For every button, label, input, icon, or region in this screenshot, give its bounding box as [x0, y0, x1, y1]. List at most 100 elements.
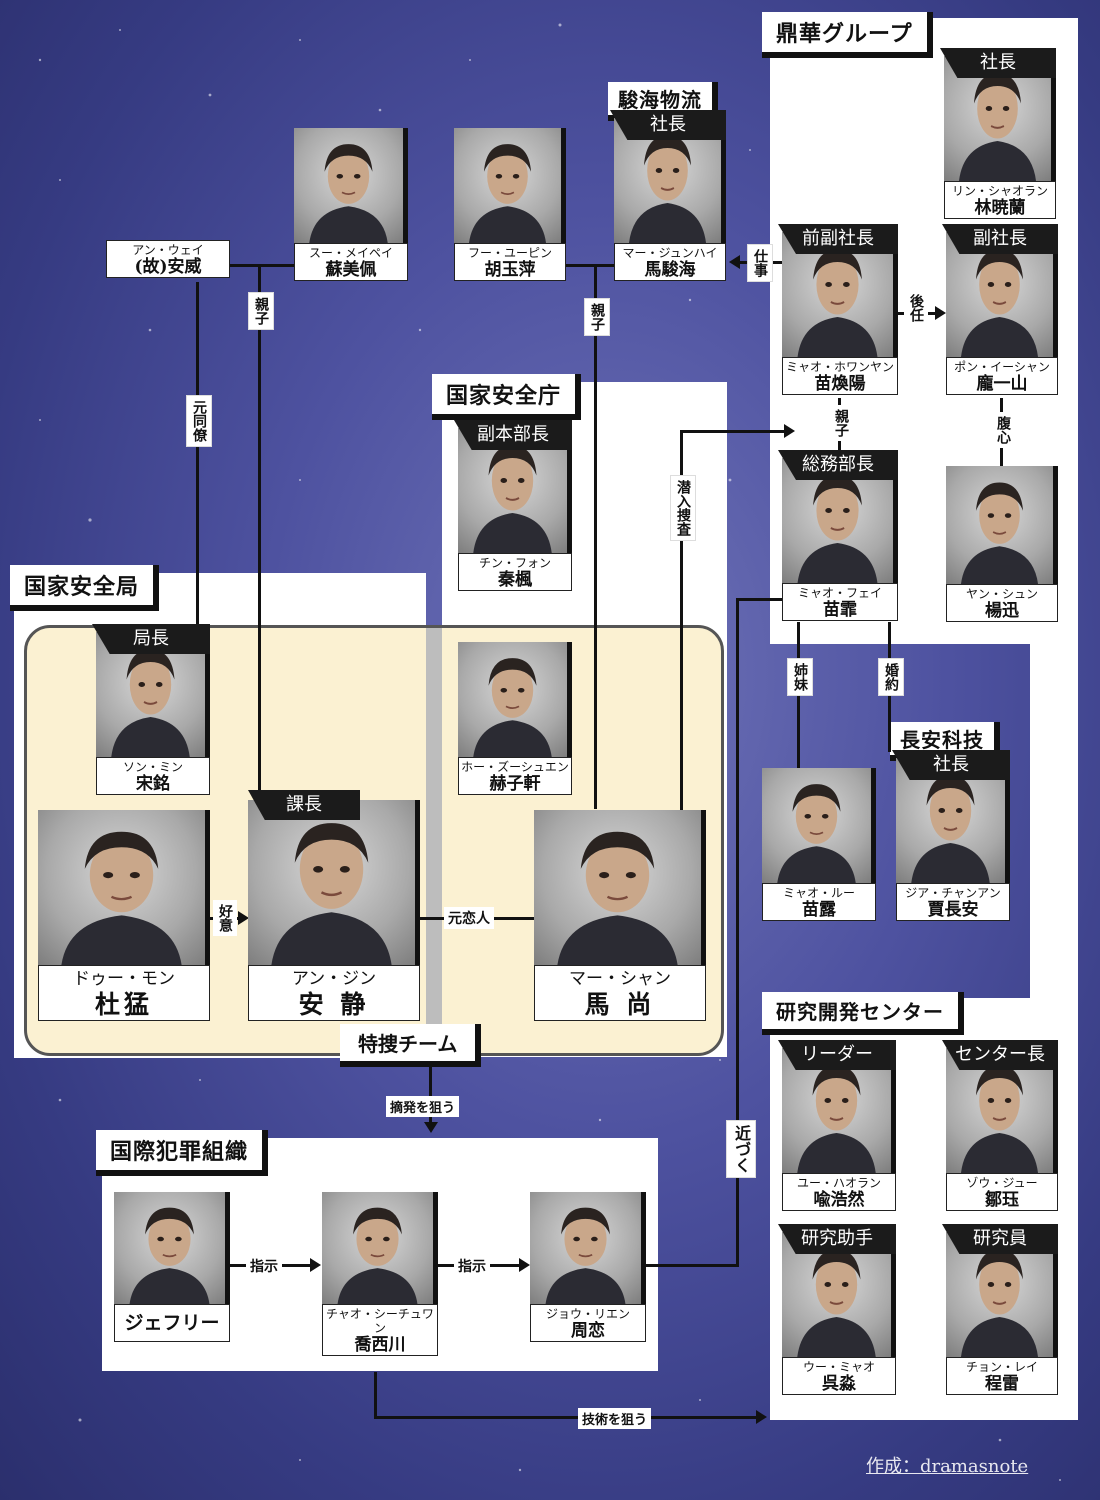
name-label: ポン・イーシャン龐一山 — [946, 357, 1058, 395]
name-label: ミャオ・ルー苗露 — [762, 883, 876, 921]
name-kana: チャオ・シーチュワン — [323, 1305, 437, 1335]
role-badge: センター長 — [942, 1040, 1058, 1070]
role-badge: 副本部長 — [454, 420, 572, 450]
role-badge: 研究助手 — [778, 1224, 896, 1254]
name-kana: フー・ユーピン — [455, 244, 565, 260]
name-kanji: 楊迅 — [947, 601, 1057, 621]
name-kanji: 秦楓 — [459, 570, 571, 590]
name-kanji: 喬西川 — [323, 1335, 437, 1355]
label-oyako-1: 親子 — [248, 292, 274, 330]
line-zhoulian-right — [645, 1264, 739, 1267]
name-kanji: 胡玉萍 — [455, 260, 565, 280]
name-kanji: 周恋 — [531, 1321, 645, 1341]
name-kanji: 赫子軒 — [459, 774, 571, 794]
name-label: ジア・チャンアン賈長安 — [896, 883, 1010, 921]
name-kanji: 鄒珏 — [947, 1190, 1057, 1210]
portrait-photo — [454, 128, 566, 243]
portrait-photo — [248, 800, 420, 965]
line-anwei-sumeipei — [230, 264, 296, 267]
name-label: ホー・ズーシュエン赫子軒 — [458, 757, 572, 795]
name-kana: ポン・イーシャン — [947, 358, 1057, 374]
name-kanji: (故)安威 — [107, 257, 229, 277]
name-label: ヤン・シュン楊迅 — [946, 584, 1058, 622]
arrow-gijutsu — [756, 1410, 767, 1424]
name-kana: ジア・チャンアン — [897, 884, 1009, 900]
name-kana: ミャオ・ホワンヤン — [783, 358, 897, 374]
name-kana: ゾウ・ジュー — [947, 1174, 1057, 1190]
name-kana: チョン・レイ — [947, 1358, 1057, 1374]
name-label: ソン・ミン宋銘 — [96, 757, 210, 795]
name-label: マー・シャン馬 尚 — [534, 965, 706, 1021]
name-kana: マー・シャン — [535, 966, 705, 990]
portrait-photo — [294, 128, 408, 243]
label-motokoibito: 元恋人 — [444, 907, 494, 929]
name-kana: チン・フォン — [459, 554, 571, 570]
label-tekihatsu: 摘発を狙う — [386, 1096, 459, 1117]
arrow-tekihatsu — [424, 1122, 438, 1133]
line-hu-majunhai — [565, 264, 615, 267]
name-kana: ドゥー・モン — [39, 966, 209, 990]
name-label: ドゥー・モン杜猛 — [38, 965, 210, 1021]
line-chikadzuku-h — [736, 598, 782, 601]
line-oyako-anjing — [258, 264, 261, 804]
role-badge: 副社長 — [942, 224, 1058, 254]
name-label: ジェフリー — [114, 1304, 230, 1342]
label-fukushin: 腹心 — [991, 412, 1015, 448]
name-label: ミャオ・ホワンヤン苗煥陽 — [782, 357, 898, 395]
label-konyaku: 婚約 — [878, 658, 904, 696]
name-kanji: ジェフリー — [115, 1305, 229, 1341]
label-gijutsu: 技術を狙う — [578, 1408, 651, 1429]
portrait-photo — [38, 810, 210, 965]
name-label: ユー・ハオラン喩浩然 — [782, 1173, 896, 1211]
name-label: アン・ジン安 静 — [248, 965, 420, 1021]
arrow-shigoto — [729, 255, 740, 269]
arrow-sennyu — [784, 424, 795, 438]
role-badge: 課長 — [248, 790, 360, 820]
name-kanji: 馬駿海 — [615, 260, 725, 280]
org-title-dinghua: 鼎華グループ — [762, 12, 933, 58]
name-label: チン・フォン秦楓 — [458, 553, 572, 591]
name-label: チョン・レイ程雷 — [946, 1357, 1058, 1395]
name-kana: ミャオ・フェイ — [783, 584, 897, 600]
line-anwei-down — [196, 282, 199, 637]
org-title-bureau: 国家安全局 — [10, 565, 159, 611]
label-oyako-2: 親子 — [584, 298, 610, 336]
portrait-photo — [534, 810, 706, 965]
team-label: 特捜チーム — [340, 1024, 481, 1067]
name-kanji: 蘇美佩 — [295, 260, 407, 280]
credit: 作成：dramasnote — [866, 1452, 1028, 1478]
name-kana: ユー・ハオラン — [783, 1174, 895, 1190]
arrow-shiji1 — [310, 1258, 321, 1272]
name-label: アン・ウェイ(故)安威 — [106, 240, 230, 278]
org-title-rnd: 研究開発センター — [762, 992, 964, 1035]
name-kanji: 馬 尚 — [535, 990, 705, 1020]
label-shigoto: 仕事 — [747, 244, 773, 282]
role-badge: 社長 — [940, 48, 1056, 78]
name-kana: ウー・ミャオ — [783, 1358, 895, 1374]
org-title-ministry: 国家安全庁 — [432, 374, 581, 420]
role-badge: リーダー — [778, 1040, 896, 1070]
name-kanji: 苗露 — [763, 900, 875, 920]
label-shiji-2: 指示 — [454, 1255, 490, 1277]
name-kanji: 安 静 — [249, 990, 419, 1020]
name-label: ジョウ・リエン周恋 — [530, 1304, 646, 1342]
portrait-photo — [946, 466, 1058, 584]
name-label: フー・ユーピン胡玉萍 — [454, 243, 566, 281]
role-badge: 社長 — [610, 110, 726, 140]
name-label: マー・ジュンハイ馬駿海 — [614, 243, 726, 281]
portrait-photo — [458, 642, 572, 757]
portrait-photo — [530, 1192, 646, 1304]
name-kanji: 喩浩然 — [783, 1190, 895, 1210]
portrait-photo — [762, 768, 876, 883]
name-label: ウー・ミャオ呉淼 — [782, 1357, 896, 1395]
label-shiji-1: 指示 — [246, 1255, 282, 1277]
name-kanji: 賈長安 — [897, 900, 1009, 920]
name-kana: マー・ジュンハイ — [615, 244, 725, 260]
dinghua-panel-lower — [1030, 644, 1078, 998]
name-kanji: 龐一山 — [947, 374, 1057, 394]
name-kana: ミャオ・ルー — [763, 884, 875, 900]
name-kana: ホー・ズーシュエン — [459, 758, 571, 774]
arrow-kounin — [935, 306, 946, 320]
name-label: リン・シャオラン林暁蘭 — [944, 181, 1056, 219]
name-kana: アン・ウェイ — [107, 241, 229, 257]
